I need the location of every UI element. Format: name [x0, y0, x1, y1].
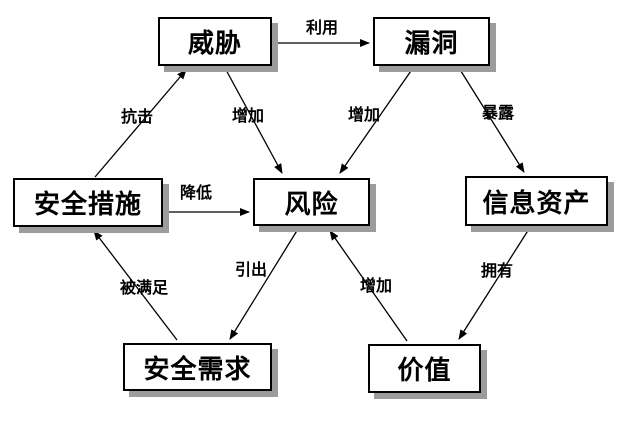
node-vulnerability: 漏洞: [373, 17, 490, 66]
edge-increase-threat-line: [224, 67, 283, 174]
edge-label-expose: 暴露: [481, 103, 515, 122]
node-risk: 风险: [253, 178, 370, 226]
edge-label-exploit: 利用: [305, 18, 339, 37]
edge-label-lead-to: 引出: [234, 260, 268, 279]
edge-label-reduce: 降低: [179, 183, 213, 202]
node-threat: 威胁: [158, 17, 272, 66]
node-security-measures-label: 安全措施: [33, 190, 142, 220]
node-value-label: 价值: [397, 356, 452, 386]
node-value: 价值: [368, 344, 481, 393]
edge-label-increase-value: 增加: [359, 276, 393, 295]
edge-label-own: 拥有: [480, 261, 514, 280]
edge-label-resist: 抗击: [120, 107, 154, 126]
edge-increase-vulnerability-line: [339, 67, 414, 174]
node-security-measures: 安全措施: [13, 178, 163, 227]
node-vulnerability-label: 漏洞: [404, 29, 459, 59]
edge-label-increase-threat: 增加: [231, 106, 265, 125]
node-information-assets: 信息资产: [465, 176, 608, 226]
edge-label-satisfied: 被满足: [119, 278, 169, 297]
edge-lead-to-line: [229, 228, 299, 340]
edge-increase-value-line: [329, 230, 408, 342]
edge-satisfied-line: [93, 230, 178, 341]
edge-own-line: [458, 228, 530, 340]
node-risk-label: 风险: [284, 189, 339, 220]
node-security-requirements: 安全需求: [123, 343, 272, 391]
edge-expose-line: [458, 67, 525, 173]
node-information-assets-label: 信息资产: [482, 188, 591, 219]
edge-resist-line: [94, 69, 187, 178]
node-threat-label: 威胁: [187, 29, 242, 59]
edge-label-increase-vulnerability: 增加: [347, 105, 381, 124]
node-security-requirements-label: 安全需求: [143, 354, 252, 385]
